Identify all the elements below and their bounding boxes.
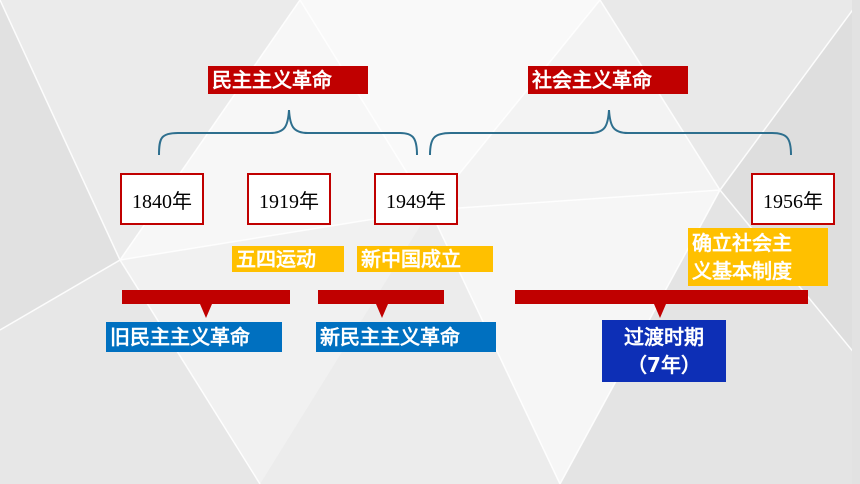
period-transition-label: 过渡时期	[624, 325, 704, 349]
year-1919: 1919年	[247, 173, 331, 225]
phase-democratic-revolution: 民主主义革命	[208, 66, 368, 94]
period-bracket-old-democratic	[122, 290, 290, 318]
year-1840: 1840年	[120, 173, 204, 225]
period-new-democratic-revolution: 新民主主义革命	[316, 322, 496, 352]
event-socialist-system-line2: 义基本制度	[692, 259, 792, 283]
period-old-democratic-revolution: 旧民主主义革命	[106, 322, 282, 352]
bracket-democratic	[158, 109, 418, 156]
period-bracket-new-democratic	[318, 290, 444, 318]
year-1949: 1949年	[374, 173, 458, 225]
event-new-china-founded: 新中国成立	[357, 246, 493, 272]
event-may-fourth-movement: 五四运动	[232, 246, 344, 272]
right-edge-strip	[852, 0, 860, 484]
period-transition: 过渡时期 （7年）	[602, 320, 726, 382]
event-socialist-system-line1: 确立社会主	[692, 231, 792, 255]
year-1956: 1956年	[751, 173, 835, 225]
phase-socialist-revolution: 社会主义革命	[528, 66, 688, 94]
bracket-socialist	[429, 109, 792, 156]
event-socialist-system-established: 确立社会主 义基本制度	[688, 228, 828, 286]
period-bracket-transition	[515, 290, 808, 318]
period-transition-duration: （7年）	[627, 353, 701, 377]
